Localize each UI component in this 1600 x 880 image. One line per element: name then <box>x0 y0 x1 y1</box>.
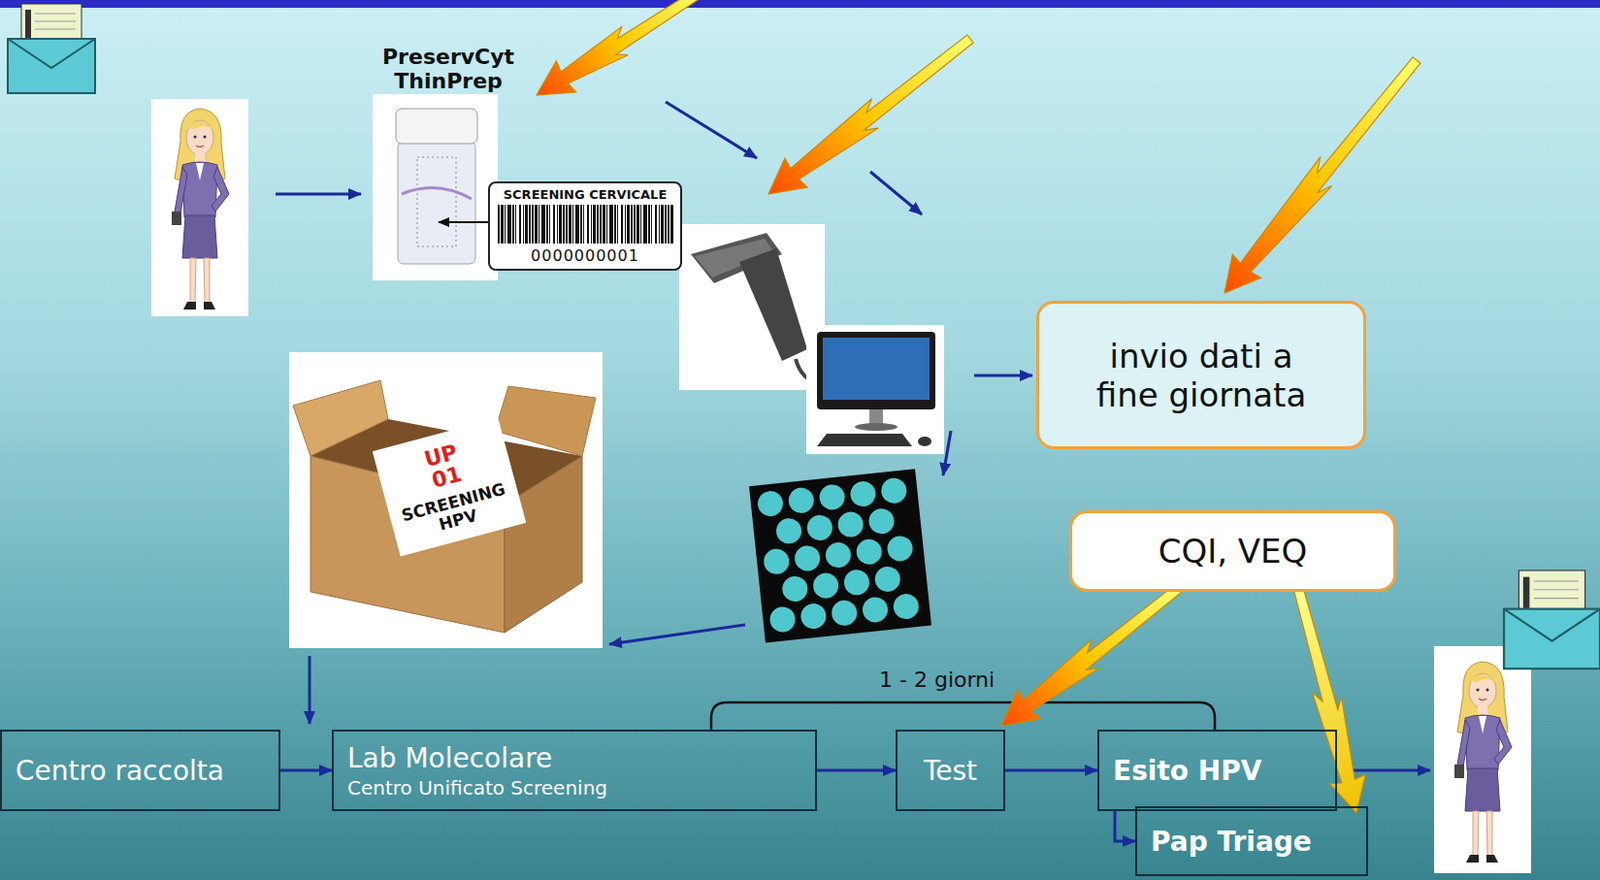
process-box: Test <box>895 729 1006 812</box>
duration-label: 1 - 2 giorni <box>879 667 995 692</box>
note-box: invio dati a fine giornata <box>1036 300 1367 450</box>
flow-arrow <box>816 769 896 773</box>
node-text: Pap Triage <box>1150 825 1312 858</box>
node-text: Test <box>923 754 978 787</box>
barcode-bars <box>495 204 675 244</box>
node-text: invio dati a fine giornata <box>1085 336 1317 415</box>
process-box: Lab MolecolareCentro Unificato Screening <box>331 729 817 812</box>
node-text: Lab Molecolare <box>347 742 553 775</box>
lightning-arrow <box>1280 583 1375 817</box>
node-text: Centro Unificato Screening <box>347 776 608 800</box>
node-text: UP 01 <box>422 440 466 492</box>
node-text: Esito HPV <box>1112 754 1262 787</box>
process-box: Centro raccolta <box>0 729 281 812</box>
flow-arrow <box>1005 769 1098 773</box>
result-box: Pap Triage <box>1135 806 1369 877</box>
barcode-label: SCREENING CERVICALE 0000000001 <box>488 181 683 271</box>
flow-arrow <box>1114 811 1136 842</box>
node-text: 0000000001 <box>530 246 640 265</box>
node-text: CQI, VEQ <box>1158 531 1308 571</box>
node-text: SCREENING CERVICALE <box>503 187 668 202</box>
lightning-arrow <box>756 24 981 209</box>
result-box: Esito HPV <box>1097 729 1338 812</box>
node-text: Centro raccolta <box>15 754 225 787</box>
product-label: PreservCyt ThinPrep <box>382 44 515 95</box>
lightning-arrow <box>1209 48 1431 305</box>
quality-box: CQI, VEQ <box>1069 510 1397 592</box>
flow-arrow <box>280 769 332 773</box>
lightning-arrow <box>526 0 714 111</box>
time-bracket <box>711 702 1215 730</box>
lightning-arrow <box>989 573 1190 741</box>
